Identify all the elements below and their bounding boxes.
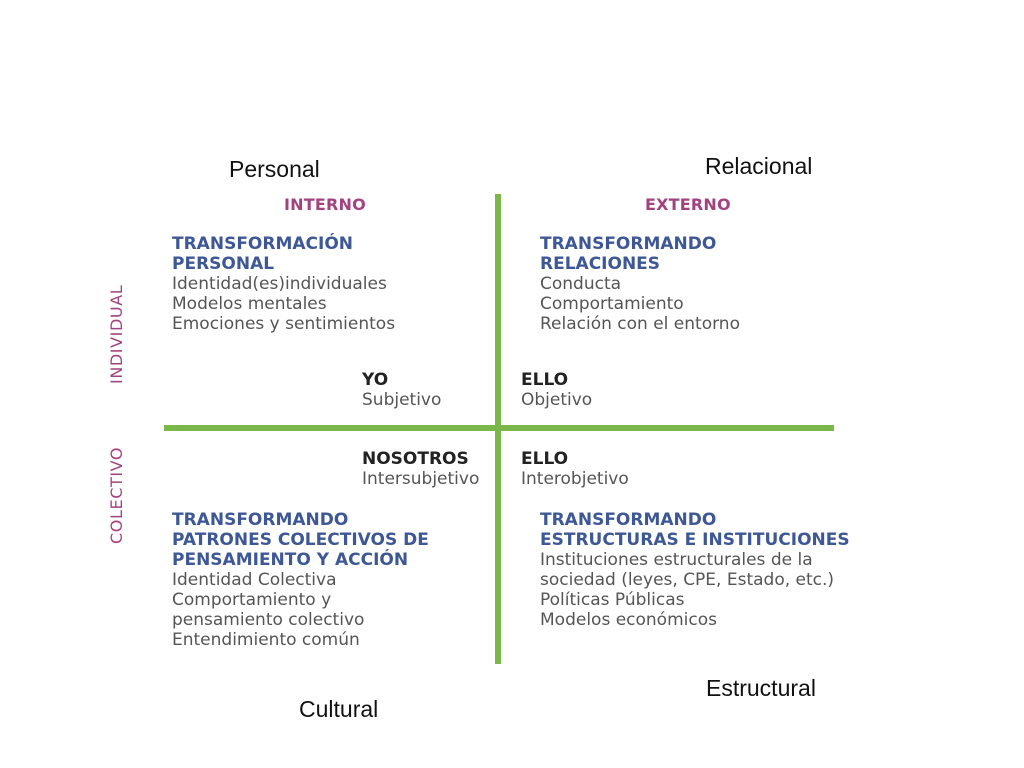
- quadrant-item: Modelos económicos: [540, 610, 717, 630]
- corner-label-cultural: Cultural: [299, 696, 379, 722]
- quadrant-item: Modelos mentales: [172, 294, 327, 314]
- center-label-name: YO: [362, 370, 389, 390]
- quadrant-item: Emociones y sentimientos: [172, 314, 396, 334]
- column-header-externo: EXTERNO: [645, 195, 731, 214]
- quadrant-title-line: PENSAMIENTO Y ACCIÓN: [172, 550, 409, 570]
- center-label-name: NOSOTROS: [362, 449, 469, 469]
- quadrant-title-line: PERSONAL: [172, 254, 275, 274]
- quadrant-item: Entendimiento común: [172, 630, 360, 650]
- quadrant-item: Relación con el entorno: [540, 314, 740, 334]
- corner-label-estructural: Estructural: [706, 675, 816, 701]
- quadrant-title-line: TRANSFORMANDO: [172, 510, 349, 530]
- quadrant-title-line: TRANSFORMACIÓN: [172, 234, 354, 254]
- quadrant-title-line: ESTRUCTURAS E INSTITUCIONES: [540, 530, 850, 550]
- center-label-name: ELLO: [521, 449, 569, 469]
- quadrant-bottom-right: TRANSFORMANDO ESTRUCTURAS E INSTITUCIONE…: [540, 510, 850, 630]
- center-label-nosotros: NOSOTROS Intersubjetivo: [362, 449, 479, 489]
- quadrant-item: Políticas Públicas: [540, 590, 685, 610]
- quadrant-item: sociedad (leyes, CPE, Estado, etc.): [540, 570, 835, 590]
- quadrant-top-left: TRANSFORMACIÓN PERSONAL Identidad(es)ind…: [172, 234, 395, 334]
- center-label-sub: Interobjetivo: [521, 469, 629, 489]
- center-label-sub: Objetivo: [521, 390, 593, 410]
- row-label-colectivo: COLECTIVO: [107, 446, 126, 544]
- quadrant-item: Conducta: [540, 274, 622, 294]
- row-label-individual: INDIVIDUAL: [107, 284, 126, 384]
- quadrant-item: Identidad Colectiva: [172, 570, 337, 590]
- horizontal-axis-line: [164, 425, 834, 431]
- center-label-sub: Intersubjetivo: [362, 469, 480, 489]
- corner-label-relacional: Relacional: [705, 153, 813, 179]
- center-label-yo: YO Subjetivo: [362, 370, 441, 410]
- quadrant-item: pensamiento colectivo: [172, 610, 365, 630]
- corner-label-personal: Personal: [229, 156, 320, 182]
- quadrant-title-line: RELACIONES: [540, 254, 661, 274]
- column-header-interno: INTERNO: [284, 195, 366, 214]
- center-label-ello-interobjetivo: ELLO Interobjetivo: [521, 449, 629, 489]
- quadrant-item: Comportamiento y: [172, 590, 332, 610]
- center-label-ello-objetivo: ELLO Objetivo: [521, 370, 592, 410]
- quadrant-item: Instituciones estructurales de la: [540, 550, 813, 570]
- quadrant-top-right: TRANSFORMANDO RELACIONES Conducta Compor…: [540, 234, 740, 334]
- quadrant-item: Comportamiento: [540, 294, 684, 314]
- center-label-sub: Subjetivo: [362, 390, 442, 410]
- quadrant-item: Identidad(es)individuales: [172, 274, 387, 294]
- center-label-name: ELLO: [521, 370, 569, 390]
- quadrant-title-line: PATRONES COLECTIVOS DE: [172, 530, 429, 550]
- quadrant-bottom-left: TRANSFORMANDO PATRONES COLECTIVOS DE PEN…: [172, 510, 429, 650]
- quadrant-title-line: TRANSFORMANDO: [540, 234, 717, 254]
- quadrant-title-line: TRANSFORMANDO: [540, 510, 717, 530]
